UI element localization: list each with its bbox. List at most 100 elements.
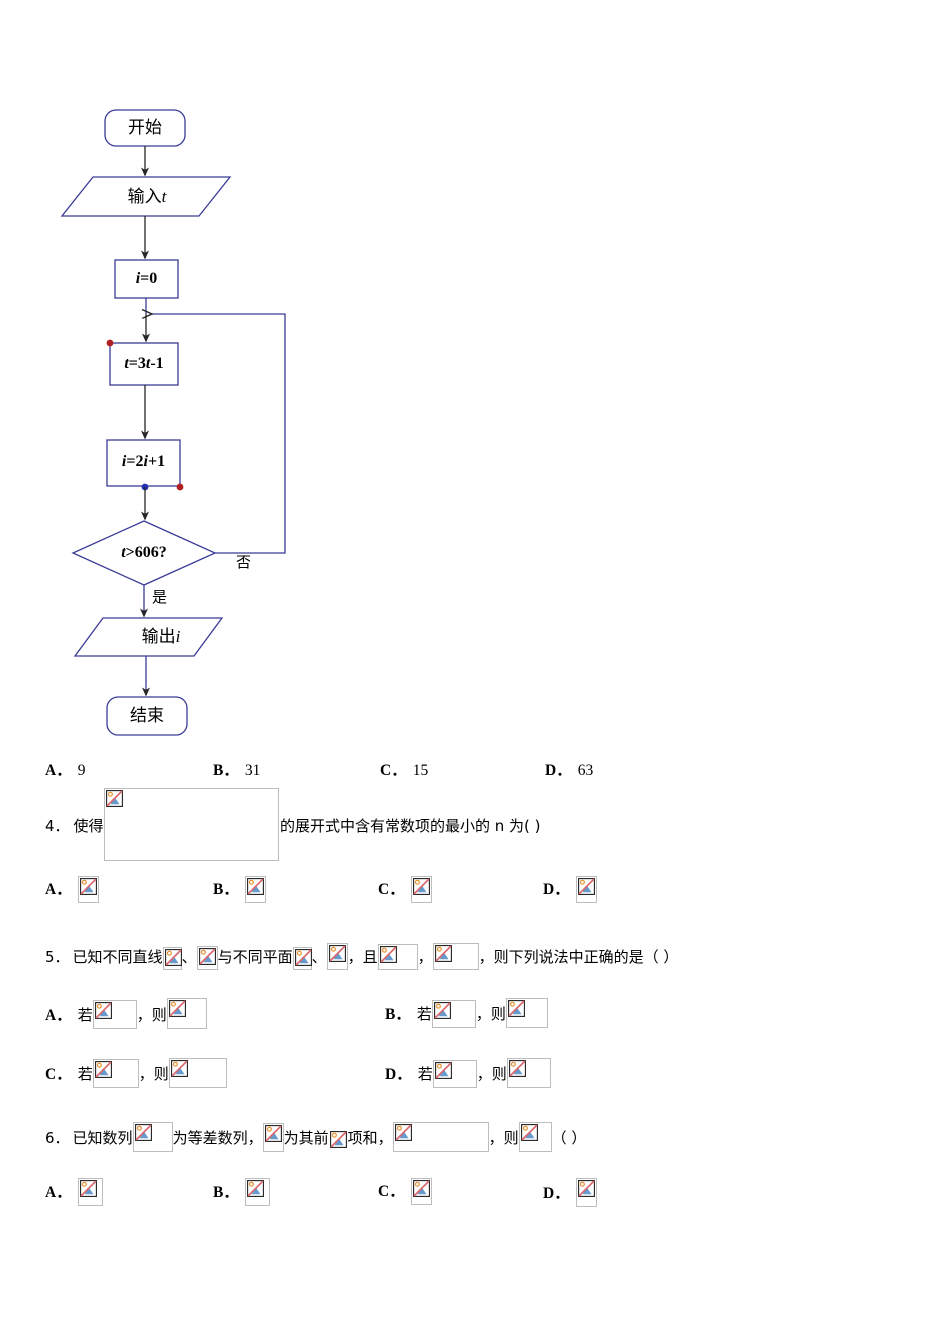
broken-image-icon (94, 1001, 112, 1020)
q5-option-a-if: 若 (77, 1006, 93, 1024)
q5-seg1: 已知不同直线 (72, 948, 163, 966)
q5-option-a[interactable]: A． 若 ，则 (45, 998, 207, 1029)
broken-image-icon (433, 1001, 452, 1020)
broken-image-icon (412, 877, 430, 896)
q3-option-a-label: A． (45, 762, 72, 779)
q4-text-after: 的展开式中含有常数项的最小的 n 为( ) (280, 817, 541, 835)
q5-option-a-then: ，则 (136, 1006, 167, 1024)
broken-image-icon (577, 1179, 595, 1198)
q3-option-c[interactable]: C． 15 (380, 758, 428, 780)
q5-seg4: 、 (311, 948, 327, 966)
q3-option-b-value: 31 (244, 762, 261, 779)
q5-option-b[interactable]: B． 若 ，则 (385, 998, 548, 1028)
q5-answer-row-2: C． 若 ，则 D (0, 1058, 950, 1104)
q6-option-c[interactable]: C． (378, 1178, 432, 1205)
node-updi-label: i=2i+1 (121, 453, 166, 470)
q5-option-d-if: 若 (417, 1065, 433, 1083)
q5-option-c-conclusion (168, 1058, 227, 1088)
q5-option-c-if: 若 (77, 1065, 93, 1083)
q5-option-c-then: ，则 (138, 1065, 169, 1083)
q6-seg5: ，则 (488, 1129, 519, 1147)
q6-sum-placeholder (262, 1123, 284, 1152)
node-updt-label: t=3t-1 (124, 355, 164, 372)
q5-option-d-hypothesis (432, 1060, 477, 1088)
node-cond-label: t>606? (121, 544, 167, 561)
q6-option-b-placeholder (244, 1178, 270, 1206)
q6-condition-placeholder (392, 1122, 489, 1152)
q3-option-c-value: 15 (412, 762, 429, 779)
q5-option-c[interactable]: C． 若 ，则 (45, 1058, 227, 1088)
q6-option-d[interactable]: D． (543, 1178, 597, 1207)
q5-option-d-then: ，则 (476, 1065, 507, 1083)
q3-option-d[interactable]: D． 63 (545, 758, 593, 780)
node-input-shape (60, 176, 232, 217)
q5-condition2-placeholder (432, 943, 479, 970)
q5-option-d-conclusion (506, 1058, 551, 1088)
node-init-shape (114, 259, 179, 299)
q5-option-c-label: C． (45, 1066, 72, 1083)
q6-seg4: 项和， (347, 1129, 393, 1147)
q5-option-d-label: D． (385, 1066, 412, 1083)
edge-loop-back (152, 314, 286, 554)
q5-condition1-placeholder (377, 944, 418, 970)
broken-image-icon (264, 1124, 282, 1143)
q4-text-after-wrap: 的展开式中含有常数项的最小的 n 为( ) (280, 815, 541, 836)
q3-option-b[interactable]: B． 31 (213, 758, 260, 780)
broken-image-icon (508, 1059, 526, 1078)
node-output-label: 输出i (141, 627, 181, 646)
q4-option-b[interactable]: B． (213, 876, 266, 903)
q4-option-d-label: D． (543, 881, 570, 898)
q6-number: 6． (45, 1129, 70, 1147)
broken-image-icon (134, 1123, 152, 1142)
q6-option-c-label: C． (378, 1183, 405, 1200)
q6-expression-placeholder (518, 1122, 552, 1152)
q4-answer-row: A． B． C． (0, 876, 950, 916)
question-4-text: 4． 使得 (45, 815, 104, 836)
broken-image-icon (434, 944, 452, 963)
q6-option-a-placeholder (77, 1178, 103, 1206)
q4-option-d[interactable]: D． (543, 876, 597, 903)
q5-option-b-conclusion (505, 998, 548, 1028)
q5-seg6: ， (417, 948, 433, 966)
q3-answer-row: A． 9 B． 31 C． 15 D． 63 (0, 758, 950, 798)
q5-option-b-if: 若 (416, 1005, 432, 1023)
q5-number: 5． (45, 948, 70, 966)
q6-seg6: （ ） (551, 1129, 587, 1147)
q5-option-b-label: B． (385, 1006, 411, 1023)
node-updt-shape (109, 342, 179, 386)
q3-option-d-value: 63 (577, 762, 594, 779)
q4-text-before: 使得 (73, 817, 104, 835)
broken-image-icon (434, 1061, 452, 1080)
q5-seg3: 与不同平面 (217, 948, 293, 966)
q3-option-b-label: B． (213, 762, 239, 779)
q5-option-a-conclusion (166, 998, 207, 1029)
broken-image-icon (379, 945, 397, 964)
q3-option-a-value: 9 (77, 762, 86, 779)
q4-option-a[interactable]: A． (45, 876, 99, 903)
broken-image-icon (246, 877, 264, 896)
q5-seg7: ，则下列说法中正确的是（ ） (478, 948, 679, 966)
q6-sequence-placeholder (132, 1122, 173, 1152)
q3-option-a[interactable]: A． 9 (45, 758, 85, 780)
flowchart-diagram: 开始 输入t i=0 t=3t-1 i=2i+1 t>606? 输出i 结束 否… (60, 109, 286, 736)
q4-option-c[interactable]: C． (378, 876, 432, 903)
q4-option-c-label: C． (378, 881, 405, 898)
q4-option-b-placeholder (244, 876, 266, 903)
question-5-text: 5． 已知不同直线 、 与不同平面 (45, 943, 679, 970)
q6-seg3: 为其前 (283, 1129, 329, 1147)
node-input-label: 输入t (127, 187, 167, 206)
broken-image-icon (246, 1179, 264, 1198)
q5-option-d[interactable]: D． 若 ，则 (385, 1058, 551, 1088)
q4-option-a-placeholder (77, 876, 99, 903)
q6-option-a[interactable]: A． (45, 1178, 103, 1206)
node-output-shape (73, 617, 224, 657)
node-init-label: i=0 (135, 270, 158, 287)
q6-option-b[interactable]: B． (213, 1178, 270, 1206)
q3-option-d-label: D． (545, 762, 572, 779)
q4-formula-placeholder (104, 788, 279, 861)
broken-image-icon (170, 1059, 188, 1078)
broken-image-icon (412, 1179, 430, 1198)
q6-option-a-label: A． (45, 1184, 72, 1201)
q4-option-a-label: A． (45, 881, 72, 898)
q6-option-c-placeholder (410, 1178, 432, 1205)
